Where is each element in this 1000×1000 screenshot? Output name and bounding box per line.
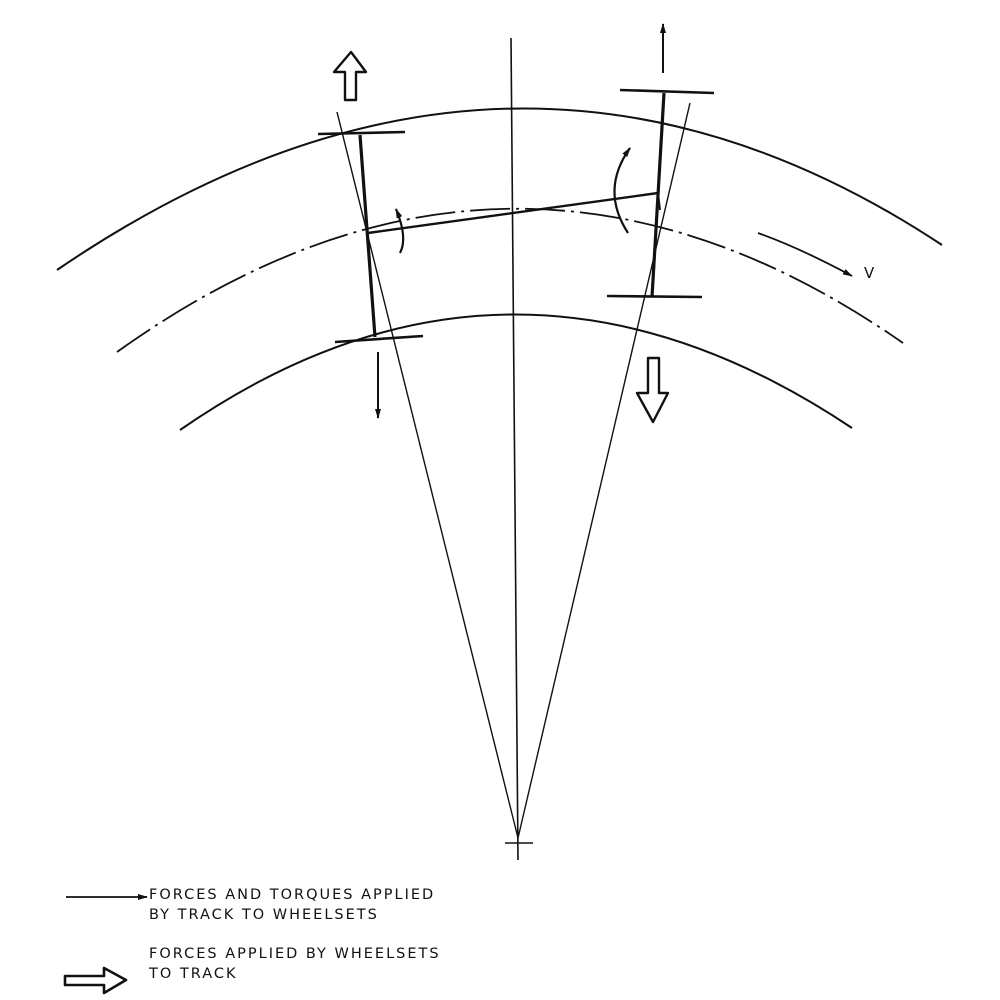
frame-tick [657,192,661,211]
left-radial-line [336,111,519,839]
legend-item-track-forces: FORCES AND TORQUES APPLIED BY TRACK TO W… [149,885,435,925]
vertical-symmetry-line [510,37,519,861]
velocity-arrow-icon [757,232,853,277]
legend-item-wheelset-forces-line2: TO TRACK [149,966,238,982]
left-wheelset [317,130,424,344]
velocity-label: V [864,264,875,282]
legend-item-track-forces-line2: BY TRACK TO WHEELSETS [149,907,379,923]
legend-hollow-arrow-icon [63,966,128,995]
track-centerline [116,207,904,353]
left-hollow-up-arrow-icon [332,50,368,102]
right-radial-line [517,102,691,839]
legend-item-track-forces-line1: FORCES AND TORQUES APPLIED [149,887,436,903]
inner-rail [179,313,853,431]
right-wheelset [606,88,715,299]
bogie-frame-line [367,191,659,235]
outer-rail [56,107,943,271]
left-torque-arrow-icon [394,208,405,254]
legend-item-wheelset-forces: FORCES APPLIED BY WHEELSETS TO TRACK [149,944,441,984]
right-torque-arrow-icon [613,147,631,234]
right-hollow-down-arrow-icon [635,356,670,424]
legend-item-wheelset-forces-line1: FORCES APPLIED BY WHEELSETS [149,946,441,962]
